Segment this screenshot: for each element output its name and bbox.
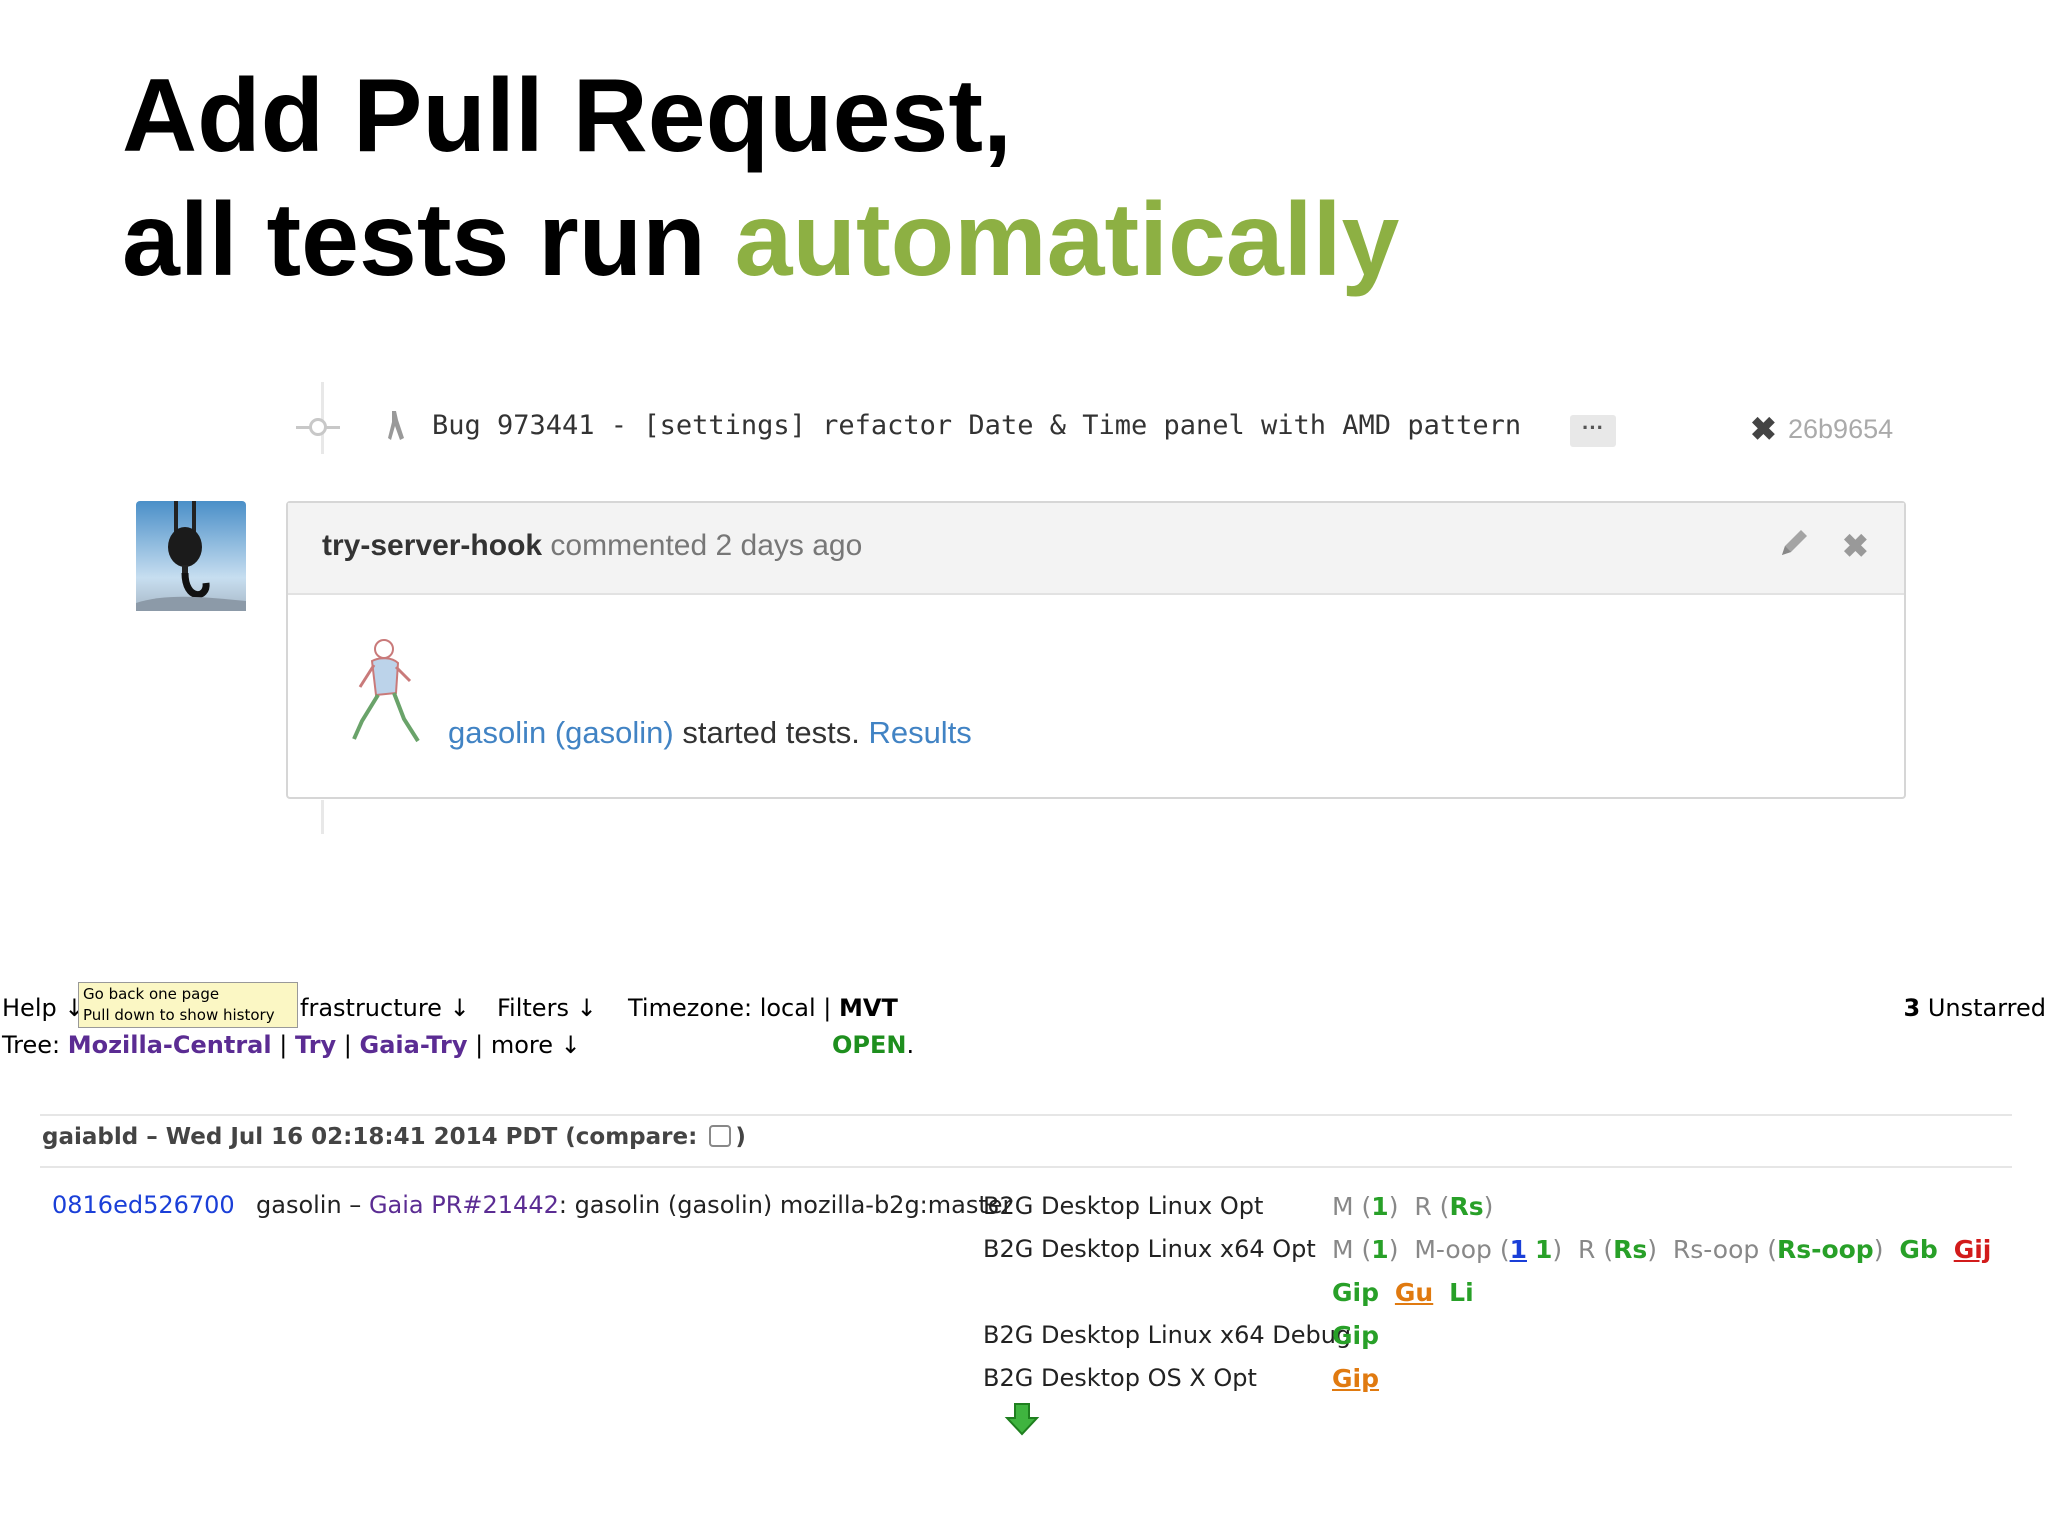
job-group[interactable]: R (Rs)	[1414, 1192, 1494, 1221]
job-result[interactable]: Gu	[1394, 1278, 1434, 1307]
expand-commit-button[interactable]: ···	[1570, 415, 1616, 447]
job-group[interactable]: M (1)	[1332, 1235, 1399, 1264]
push-author: gasolin –	[256, 1191, 369, 1219]
job-results: Gip	[1332, 1364, 1379, 1393]
tooltip: Go back one page Pull down to show histo…	[78, 982, 298, 1028]
platform-row-label: B2G Desktop Linux x64 Debug	[983, 1321, 1352, 1349]
revision-link[interactable]: 0816ed526700	[52, 1191, 235, 1219]
comment-header: try-server-hook commented 2 days ago ✖	[288, 503, 1904, 595]
job-results: M (1) R (Rs)	[1332, 1192, 1493, 1221]
job-results: Gip Gu Li	[1332, 1278, 1474, 1307]
filters-menu[interactable]: Filters ↓	[497, 994, 597, 1022]
job-result[interactable]: Gb	[1899, 1235, 1938, 1264]
build-failed-icon[interactable]: ✖	[1750, 411, 1777, 447]
tree-sep: |	[336, 1031, 360, 1059]
push-message: : gasolin (gasolin) mozilla-b2g:master	[558, 1191, 1013, 1219]
comment-author-link[interactable]: try-server-hook	[322, 529, 543, 562]
timezone-selector[interactable]: Timezone: local | MVT	[628, 994, 898, 1022]
commit-dot-icon	[309, 418, 327, 436]
push-header: gaiabld – Wed Jul 16 02:18:41 2014 PDT (…	[42, 1124, 746, 1150]
push-description: gasolin – Gaia PR#21442: gasolin (gasoli…	[256, 1191, 1012, 1219]
job-group[interactable]: M (1)	[1332, 1192, 1399, 1221]
tree-more-menu[interactable]: more ↓	[490, 1031, 581, 1059]
comment-author: try-server-hook commented 2 days ago	[322, 529, 862, 563]
job-group[interactable]: R (Rs)	[1578, 1235, 1657, 1264]
job-result[interactable]: Gip	[1332, 1321, 1379, 1350]
tree-link-gaia-try[interactable]: Gaia-Try	[359, 1031, 468, 1059]
job-group[interactable]: M-oop (1 1)	[1414, 1235, 1563, 1264]
unstarred-count: 3	[1903, 994, 1921, 1022]
tree-link-mozilla-central[interactable]: Mozilla-Central	[67, 1031, 272, 1059]
push-header-suffix: )	[735, 1124, 746, 1150]
commit-message-link[interactable]: Bug 973441 - [settings] refactor Date & …	[432, 410, 1522, 441]
tree-status: OPEN.	[832, 1031, 914, 1059]
comment-timestamp[interactable]: commented 2 days ago	[550, 529, 863, 562]
job-results: M (1) M-oop (1 1) R (Rs) Rs-oop (Rs-oop)…	[1332, 1235, 1991, 1264]
comment-box: try-server-hook commented 2 days ago ✖ g…	[286, 501, 1906, 799]
job-results: Gip	[1332, 1321, 1379, 1350]
pencil-icon[interactable]	[1776, 525, 1812, 570]
help-menu[interactable]: Help ↓	[2, 994, 85, 1022]
runner-avatar-icon	[340, 635, 430, 755]
compare-checkbox[interactable]	[709, 1125, 732, 1147]
user-link[interactable]: gasolin (gasolin)	[448, 715, 674, 750]
unstarred-label: Unstarred	[1920, 994, 2046, 1022]
job-result[interactable]: Li	[1449, 1278, 1474, 1307]
close-icon[interactable]: ✖	[1842, 528, 1869, 564]
job-group[interactable]: Rs-oop (Rs-oop)	[1672, 1235, 1884, 1264]
timeline-line-top	[321, 382, 324, 454]
job-result[interactable]: Gip	[1332, 1364, 1379, 1393]
pr-link[interactable]: Gaia PR#21442	[368, 1191, 559, 1219]
comment-middle-text: started tests.	[673, 715, 869, 750]
platform-row-label: B2G Desktop OS X Opt	[983, 1364, 1257, 1392]
slide-title-prefix: all tests run	[122, 182, 735, 298]
tree-status-value[interactable]: OPEN	[832, 1031, 907, 1059]
timezone-value[interactable]: MVT	[838, 994, 898, 1022]
timeline-line-bottom	[321, 800, 324, 834]
platform-row-label: B2G Desktop Linux x64 Opt	[983, 1235, 1316, 1263]
slide-title-line2: all tests run automatically	[122, 188, 1399, 292]
push-header-text: gaiabld – Wed Jul 16 02:18:41 2014 PDT (…	[42, 1124, 706, 1150]
results-link[interactable]: Results	[868, 715, 972, 750]
tree-label: Tree:	[2, 1031, 68, 1059]
tree-selector: Tree: Mozilla-Central | Try | Gaia-Try |…	[2, 1031, 581, 1059]
infrastructure-menu[interactable]: frastructure ↓	[300, 994, 470, 1022]
arrow-down-icon[interactable]	[1004, 1402, 1040, 1441]
timezone-label: Timezone: local |	[628, 994, 839, 1022]
divider	[40, 1166, 2012, 1168]
platform-row-label: B2G Desktop Linux Opt	[983, 1192, 1264, 1220]
divider	[40, 1114, 2012, 1116]
tree-sep: |	[467, 1031, 491, 1059]
slide-title-line1: Add Pull Request,	[122, 58, 1012, 174]
commit-author-icon	[382, 408, 412, 450]
tooltip-line1: Go back one page	[83, 985, 220, 1003]
tree-link-try[interactable]: Try	[294, 1031, 337, 1059]
commit-sha-link[interactable]: 26b9654	[1788, 414, 1894, 444]
tree-sep: |	[271, 1031, 295, 1059]
job-result[interactable]: Gij	[1953, 1235, 1992, 1264]
unstarred-counter[interactable]: 3 Unstarred	[1903, 994, 2046, 1022]
tree-status-suffix: .	[906, 1031, 915, 1059]
job-result[interactable]: Gip	[1332, 1278, 1379, 1307]
slide-title-accent: automatically	[734, 182, 1400, 298]
avatar[interactable]	[136, 501, 246, 611]
tooltip-line2: Pull down to show history	[83, 1006, 275, 1024]
comment-text: gasolin (gasolin) started tests. Results	[448, 715, 972, 751]
